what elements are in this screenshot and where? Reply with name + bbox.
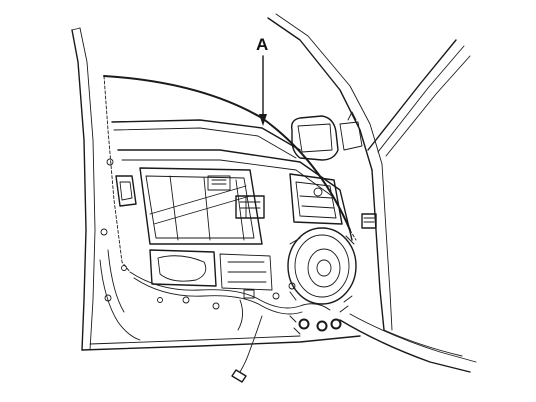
bottom-screw-2 <box>316 320 328 332</box>
door-frame <box>71 27 361 351</box>
mirror-mount <box>290 111 363 161</box>
callout-label: A <box>256 35 268 54</box>
callout-a: A <box>256 35 268 126</box>
speaker <box>287 227 357 305</box>
callout-arrow-head <box>259 114 267 126</box>
door-module-right <box>289 173 377 229</box>
bottom-screw-1 <box>298 318 310 330</box>
window-frame-right <box>267 13 477 373</box>
bottom-screw-3 <box>330 318 342 330</box>
inner-door-panel <box>100 119 353 302</box>
bottom-fasteners <box>289 305 349 335</box>
lower-mechanism <box>129 249 331 383</box>
